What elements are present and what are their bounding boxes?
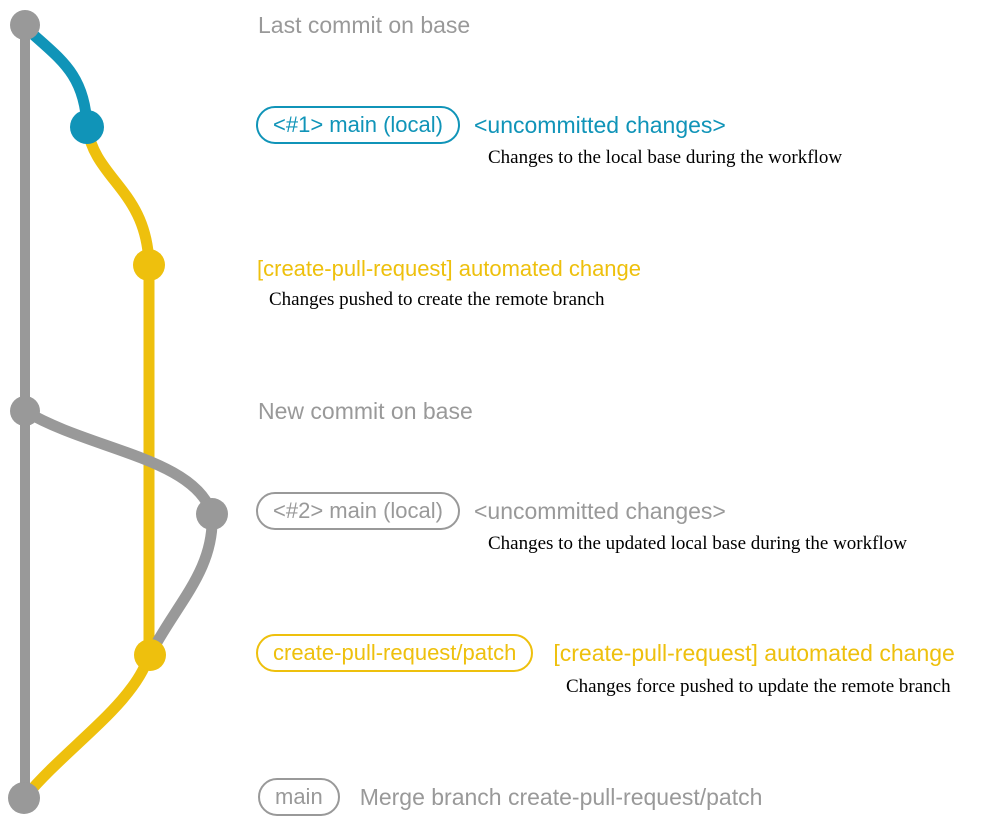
label-automated-change-2: [create-pull-request] automated change [553,639,955,666]
status-uncommitted-1: <uncommitted changes> [473,111,726,138]
note-uncommitted-2: Changes to the updated local base during… [488,533,907,554]
badge-patch-branch: create-pull-request/patch [256,634,534,672]
badge-main-local-1: <#1> main (local) [256,106,460,144]
commit-node-merge [8,782,40,814]
note-automated-change-1: Changes pushed to create the remote bran… [269,289,605,310]
commit-node-automated-1 [133,249,165,281]
label-new-commit-on-base: New commit on base [258,398,473,424]
commit-node-automated-2 [134,639,166,671]
row-main-local-1: <#1> main (local) <uncommitted changes> [256,106,726,144]
merge-edge [20,649,155,802]
base-update-edge-out [19,405,218,520]
row-main-local-2: <#2> main (local) <uncommitted changes> [256,492,726,530]
row-merge: main Merge branch create-pull-request/pa… [258,778,762,816]
label-merge-message: Merge branch create-pull-request/patch [359,783,763,810]
row-patch-branch: create-pull-request/patch [create-pull-r… [256,634,955,672]
patch-branch-edge [81,121,155,271]
badge-main: main [258,778,340,816]
commit-node-new-base [10,396,40,426]
base-update-edge-in [144,508,218,661]
status-uncommitted-2: <uncommitted changes> [473,497,726,524]
commit-node-uncommitted-1 [70,110,104,144]
commit-node-last-base [10,10,40,40]
label-last-commit-on-base: Last commit on base [258,12,471,38]
local-main-edge [19,21,93,133]
badge-main-local-2: <#2> main (local) [256,492,460,530]
note-uncommitted-1: Changes to the local base during the wor… [488,147,843,168]
note-automated-change-2: Changes force pushed to update the remot… [566,676,951,697]
label-automated-change-1: [create-pull-request] automated change [257,256,642,281]
commit-node-uncommitted-2 [196,498,228,530]
